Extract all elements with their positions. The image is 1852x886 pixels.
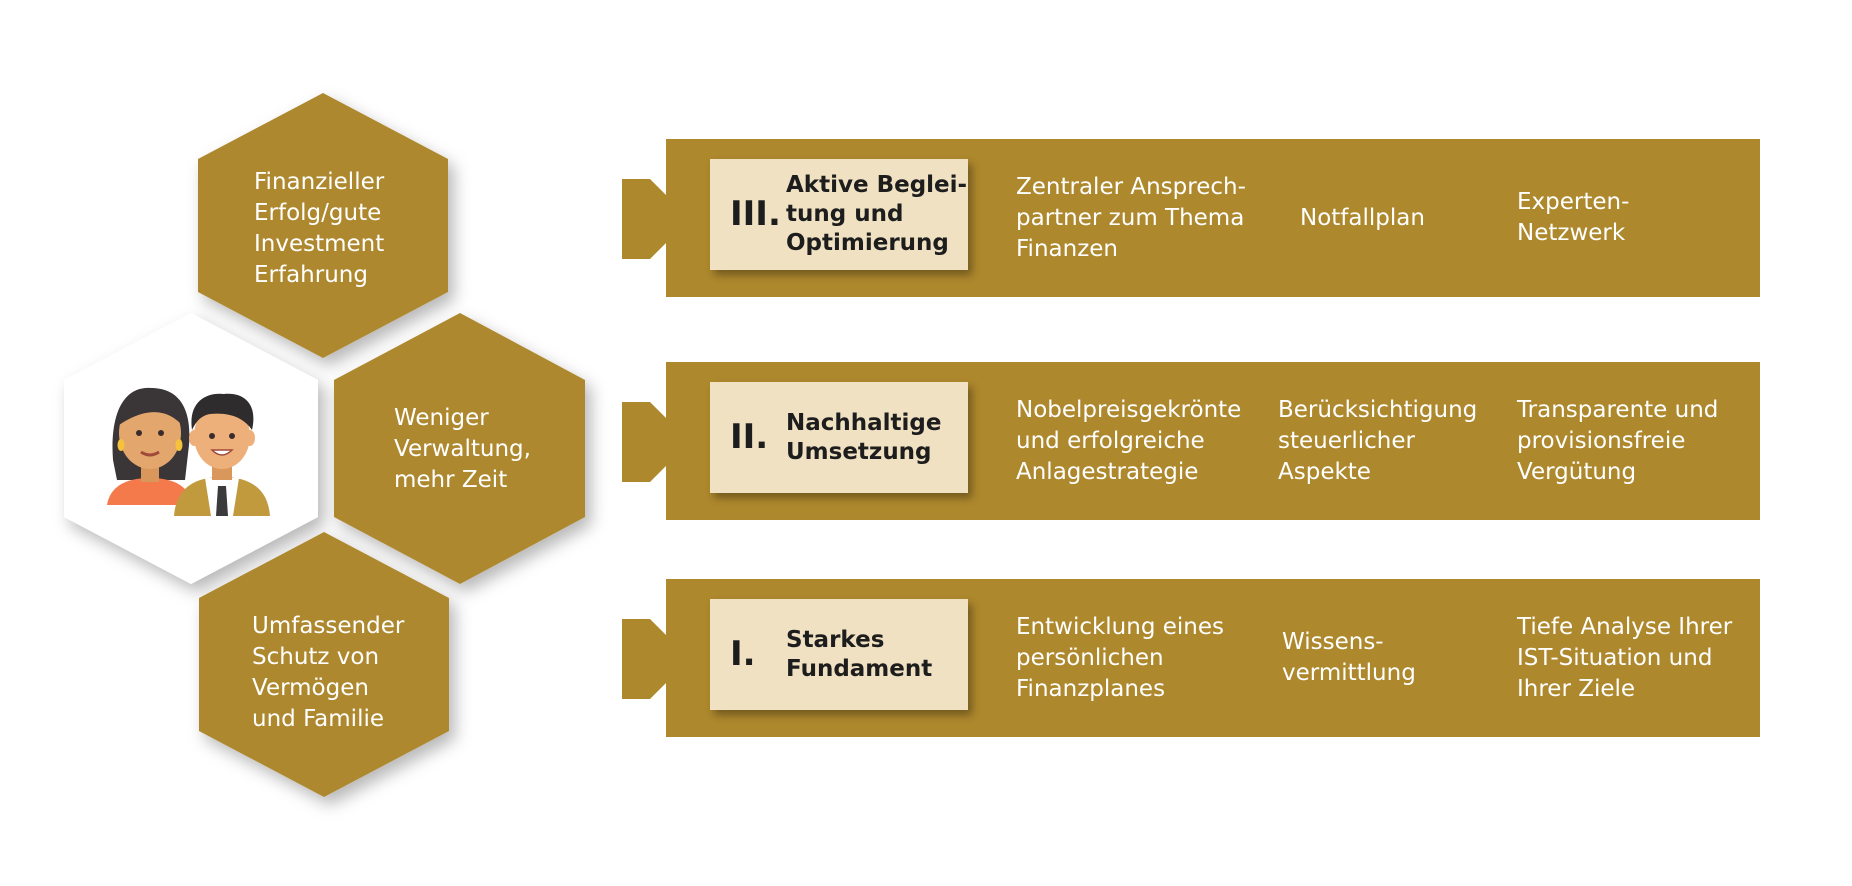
hex-text-line: Weniger bbox=[394, 405, 489, 431]
hexagon-bottom bbox=[199, 532, 449, 797]
title-line: Fundament bbox=[786, 655, 933, 682]
level-1-item-1: Entwicklung eines persönlichen Finanzpla… bbox=[1016, 579, 1224, 737]
item-line: steuerlicher bbox=[1278, 427, 1415, 454]
hexagon-top bbox=[198, 93, 448, 358]
level-1-item-3: Tiefe Analyse Ihrer IST-Situation und Ih… bbox=[1517, 579, 1732, 737]
level-3-numeral: III. bbox=[730, 194, 781, 234]
item-line: vermittlung bbox=[1282, 660, 1416, 686]
title-line: Aktive Beglei- bbox=[786, 172, 968, 198]
level-1-item-2: Wissens- vermittlung bbox=[1282, 579, 1416, 737]
item-line: Netzwerk bbox=[1517, 220, 1626, 246]
arrow-level-3-icon bbox=[622, 179, 690, 259]
title-line: Umsetzung bbox=[786, 438, 932, 465]
hex-text-line: Umfassender bbox=[252, 613, 405, 639]
item-line: Aspekte bbox=[1278, 458, 1371, 485]
item-line: Notfallplan bbox=[1300, 204, 1425, 231]
level-3-item-2: Notfallplan bbox=[1300, 139, 1425, 297]
item-line: Ihrer Ziele bbox=[1517, 675, 1636, 702]
level-1-title: Starkes Fundament bbox=[786, 599, 966, 710]
item-line: Finanzplanes bbox=[1016, 675, 1166, 702]
item-line: Wissens- bbox=[1282, 629, 1384, 655]
level-2-numeral: II. bbox=[730, 417, 769, 457]
level-1-numeral: I. bbox=[730, 634, 756, 674]
item-line: Entwicklung eines bbox=[1016, 613, 1224, 640]
item-line: Zentraler Ansprech- bbox=[1016, 173, 1246, 200]
hex-text-line: Verwaltung, bbox=[394, 436, 531, 462]
item-line: Anlagestrategie bbox=[1016, 458, 1199, 485]
arrow-level-1-icon bbox=[622, 619, 690, 699]
level-2-item-1: Nobelpreisgekrönte und erfolgreiche Anla… bbox=[1016, 362, 1241, 520]
item-line: provisionsfreie bbox=[1517, 427, 1686, 454]
level-2-band: II. Nachhaltige Umsetzung Nobelpreisgekr… bbox=[666, 362, 1760, 520]
hexagon-bottom-text: Umfassender Schutz von Vermögen und Fami… bbox=[252, 611, 404, 735]
title-line: tung und bbox=[786, 201, 904, 227]
hex-text-line: Erfahrung bbox=[254, 262, 368, 288]
level-2-item-2: Berücksichtigung steuerlicher Aspekte bbox=[1278, 362, 1477, 520]
item-line: persönlichen bbox=[1016, 644, 1164, 671]
couple-icon bbox=[107, 387, 270, 516]
level-3-title: Aktive Beglei- tung und Optimierung bbox=[786, 159, 968, 270]
hexagon-cluster bbox=[64, 93, 585, 797]
hexagon-middle bbox=[334, 313, 585, 584]
item-line: Vergütung bbox=[1517, 458, 1637, 485]
item-line: und erfolgreiche bbox=[1016, 427, 1205, 454]
item-line: partner zum Thema bbox=[1016, 204, 1245, 231]
hex-text-line: Schutz von bbox=[252, 644, 380, 670]
level-3-item-1: Zentraler Ansprech- partner zum Thema Fi… bbox=[1016, 139, 1246, 297]
item-line: Berücksichtigung bbox=[1278, 396, 1478, 423]
level-1-title-box: I. Starkes Fundament bbox=[710, 599, 968, 710]
level-2-title-box: II. Nachhaltige Umsetzung bbox=[710, 382, 968, 493]
title-line: Optimierung bbox=[786, 230, 949, 256]
hex-text-line: Finanzieller bbox=[254, 169, 385, 195]
level-1-band: I. Starkes Fundament Entwicklung eines p… bbox=[666, 579, 1760, 737]
hex-text-line: Erfolg/gute bbox=[254, 200, 382, 226]
arrow-level-2-icon bbox=[622, 402, 690, 482]
level-3-item-3: Experten- Netzwerk bbox=[1517, 139, 1629, 297]
item-line: Tiefe Analyse Ihrer bbox=[1517, 613, 1733, 640]
item-line: Nobelpreisgekrönte bbox=[1016, 396, 1242, 423]
item-line: Transparente und bbox=[1517, 396, 1719, 423]
hex-text-line: und Familie bbox=[252, 706, 385, 732]
level-2-title: Nachhaltige Umsetzung bbox=[786, 382, 966, 493]
hexagon-middle-text: Weniger Verwaltung, mehr Zeit bbox=[394, 403, 531, 496]
level-3-title-box: III. Aktive Beglei- tung und Optimierung bbox=[710, 159, 968, 270]
hex-text-line: Investment bbox=[254, 231, 385, 257]
level-3-band: III. Aktive Beglei- tung und Optimierung… bbox=[666, 139, 1760, 297]
item-line: Finanzen bbox=[1016, 235, 1118, 262]
hex-text-line: Vermögen bbox=[252, 675, 369, 701]
level-2-item-3: Transparente und provisionsfreie Vergütu… bbox=[1517, 362, 1718, 520]
hexagon-people bbox=[64, 313, 318, 584]
hex-text-line: mehr Zeit bbox=[394, 467, 508, 493]
item-line: IST-Situation und bbox=[1517, 644, 1713, 671]
title-line: Starkes bbox=[786, 626, 885, 653]
item-line: Experten- bbox=[1517, 189, 1630, 215]
hexagon-top-text: Finanzieller Erfolg/gute Investment Erfa… bbox=[254, 167, 384, 291]
title-line: Nachhaltige bbox=[786, 409, 942, 436]
